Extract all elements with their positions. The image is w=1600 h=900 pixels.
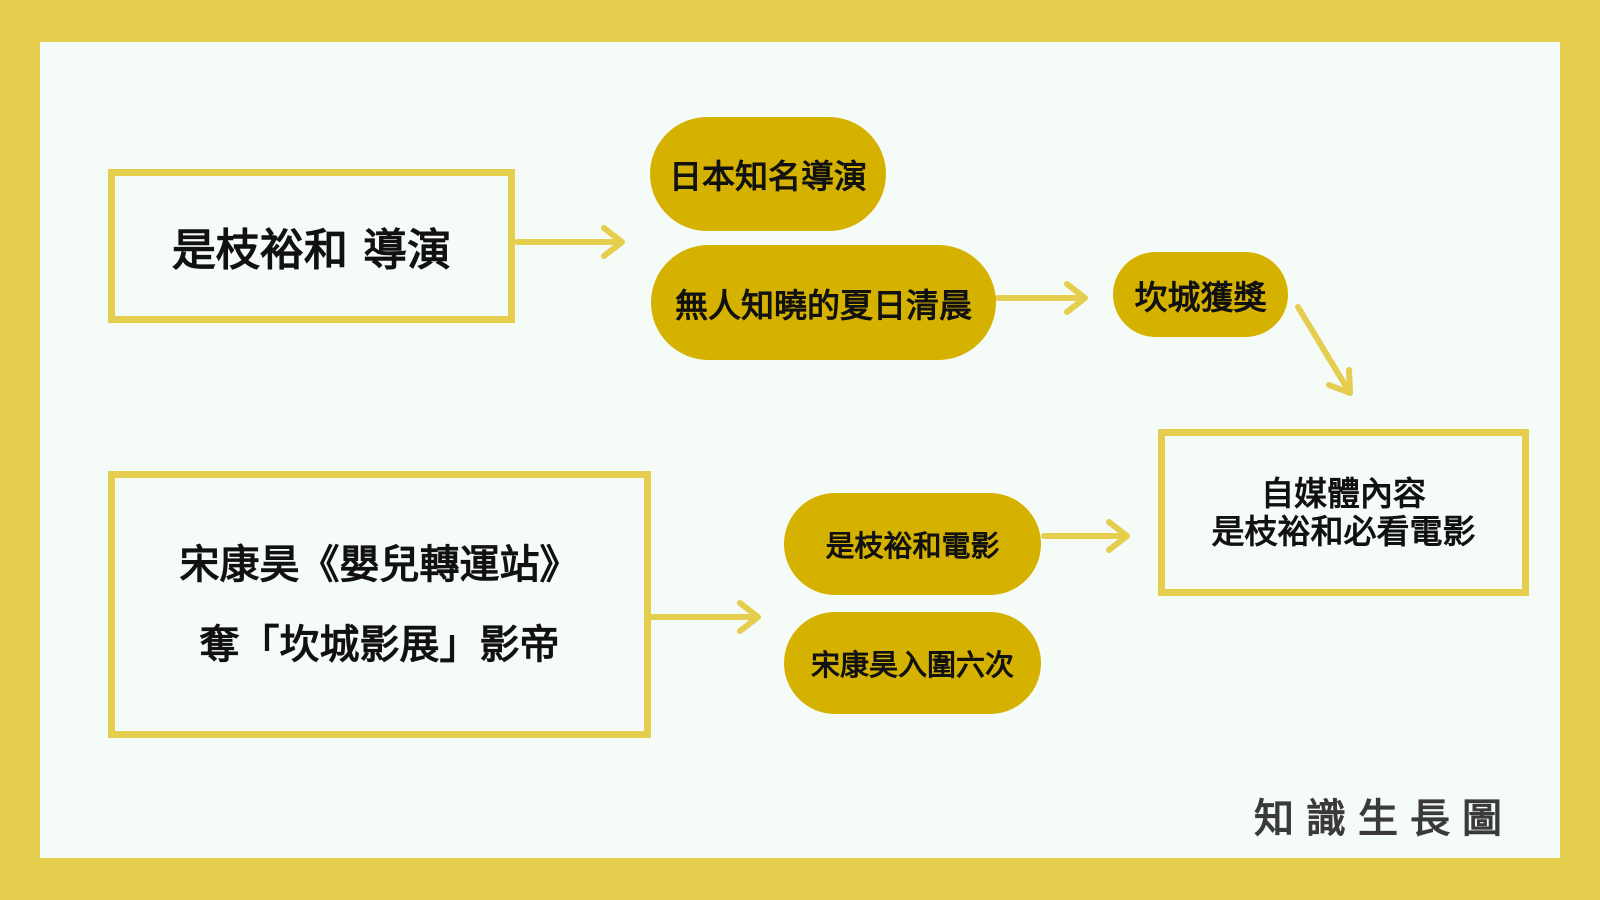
song-box-line2: 奪「坎城影展」影帝 [199, 621, 560, 668]
director-box-text: 是枝裕和 導演 [171, 225, 452, 276]
song-kang-ho-box: 宋康昊《嬰兒轉運站》 奪「坎城影展」影帝 [108, 471, 651, 738]
arrow-kore-film-to-media [1041, 519, 1130, 553]
arrow-song-to-kore-film [649, 600, 761, 634]
kore-film-pill: 是枝裕和電影 [784, 493, 1041, 595]
song-six-pill: 宋康昊入圍六次 [784, 612, 1041, 714]
arrow-summer-to-cannes [995, 281, 1088, 315]
media-box-line2: 是枝裕和必看電影 [1211, 511, 1476, 551]
media-content-box: 自媒體內容 是枝裕和必看電影 [1158, 429, 1529, 596]
brand-label: 知識生長圖 [1254, 796, 1514, 842]
arrow-cannes-to-media [1295, 304, 1353, 396]
media-box-line1: 自媒體內容 [1261, 473, 1426, 513]
arrow-director-to-japan-director [514, 225, 625, 259]
japan-director-pill: 日本知名導演 [650, 117, 886, 231]
song-box-line1: 宋康昊《嬰兒轉運站》 [179, 541, 580, 588]
cannes-award-pill: 坎城獲獎 [1113, 252, 1288, 337]
summer-morning-pill: 無人知曉的夏日清晨 [651, 245, 996, 360]
director-box: 是枝裕和 導演 [108, 169, 515, 323]
